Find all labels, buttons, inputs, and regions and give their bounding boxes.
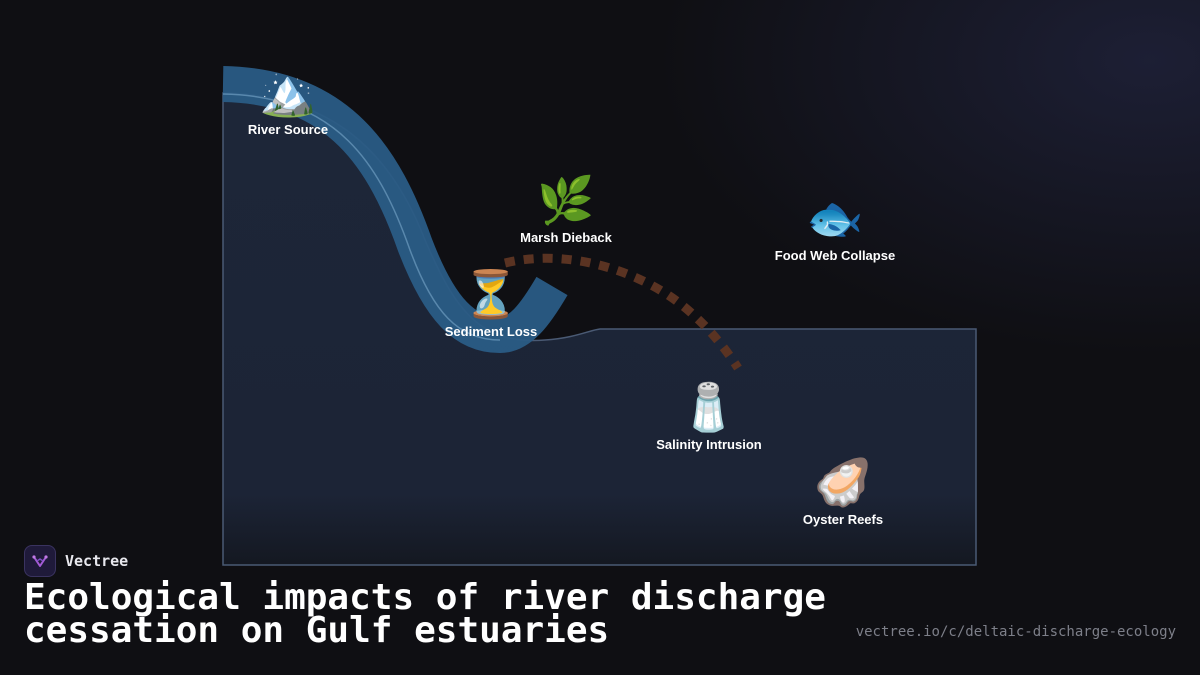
node-label: Salinity Intrusion <box>656 437 762 452</box>
hourglass-icon: ⏳ <box>462 267 520 321</box>
vectree-logo-icon <box>24 545 56 577</box>
node-label: Sediment Loss <box>444 324 538 339</box>
salt-shaker-icon: 🧂 <box>680 380 738 434</box>
node-label: Marsh Dieback <box>520 230 612 245</box>
river-centerline <box>222 93 501 341</box>
node-food-web-collapse: 🐟 Food Web Collapse <box>775 192 895 263</box>
node-label: Oyster Reefs <box>802 512 884 527</box>
oyster-icon: 🦪 <box>814 455 872 509</box>
node-salinity-intrusion: 🧂 Salinity Intrusion <box>656 381 761 452</box>
page-title: Ecological impacts of river discharge ce… <box>24 577 826 651</box>
brand-name: Vectree <box>65 552 129 570</box>
fish-icon: 🐟 <box>806 191 864 245</box>
node-river-source: 🏔️ River Source <box>248 66 328 137</box>
mountain-icon: 🏔️ <box>259 65 317 119</box>
node-label: Food Web Collapse <box>774 248 896 263</box>
disruption-path <box>503 253 742 371</box>
source-url[interactable]: vectree.io/c/deltaic-discharge-ecology <box>855 624 1176 640</box>
brand[interactable]: Vectree <box>24 544 128 578</box>
node-sediment-loss: ⏳ Sediment Loss <box>445 268 537 339</box>
node-oyster-reefs: 🦪 Oyster Reefs <box>803 456 883 527</box>
herb-icon: 🌿 <box>537 173 595 227</box>
river-channel <box>222 66 568 354</box>
node-label: River Source <box>247 122 329 137</box>
node-marsh-dieback: 🌿 Marsh Dieback <box>520 174 612 245</box>
